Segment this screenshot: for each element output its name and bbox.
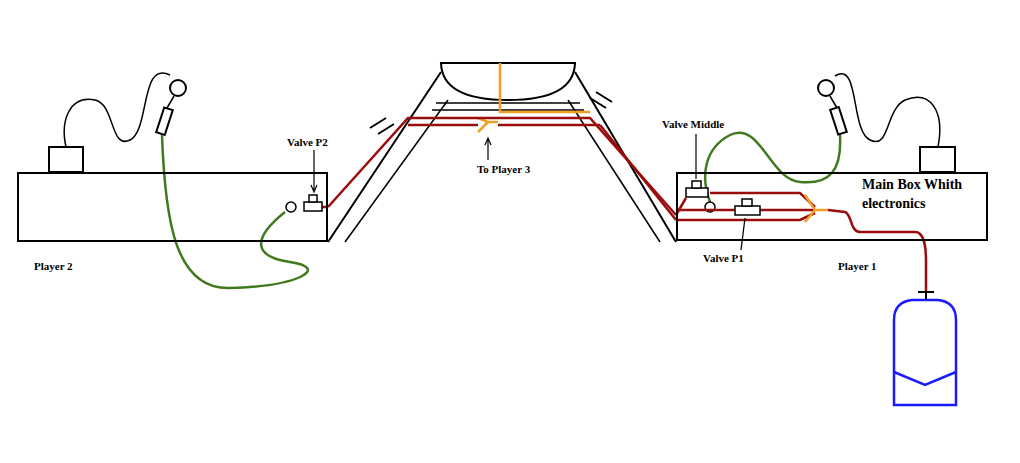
hose-port [286, 202, 296, 212]
player-box: Player 1Main Box Whith electronics [676, 172, 988, 241]
valve [304, 202, 322, 211]
gas-tube [408, 124, 600, 127]
platform [432, 103, 584, 110]
bowl [441, 63, 575, 100]
valve [735, 206, 760, 215]
box-title: Main Box Whith electronics [862, 175, 984, 213]
valve-label: Valve P1 [703, 252, 744, 264]
player-name: Player 1 [838, 260, 877, 272]
handle [830, 107, 847, 135]
bottle-line [894, 372, 956, 385]
leader-arrow [485, 138, 491, 160]
stand-leg [328, 72, 676, 242]
gas-tube [760, 209, 815, 212]
gas-bottle [894, 300, 956, 405]
valve-label: Valve Middle [662, 118, 724, 130]
hose [162, 135, 308, 288]
gas-tube [328, 118, 676, 215]
connector-block [49, 147, 83, 172]
callout-label: To Player 3 [477, 163, 530, 175]
bottle-valve [918, 292, 934, 300]
handle [156, 107, 173, 135]
player-name: Player 2 [34, 260, 73, 272]
gas-tube [828, 210, 926, 292]
valve-knob [309, 195, 317, 202]
leader-line [741, 218, 745, 250]
handle-ring [170, 80, 186, 96]
valve-knob [692, 181, 701, 188]
splitter [805, 195, 828, 222]
gas-tube [676, 209, 735, 212]
leader-arrow [311, 150, 317, 192]
stand-leg [345, 100, 660, 242]
player-box: Player 2 [17, 172, 328, 242]
bowl-feed [500, 63, 590, 112]
valve-label: Valve P2 [287, 136, 328, 148]
cable [835, 74, 940, 147]
cable [64, 73, 170, 147]
valve [686, 188, 708, 197]
handle-neck [167, 96, 837, 108]
splitter [478, 118, 498, 132]
connector-block [920, 147, 955, 172]
handle-ring [818, 80, 834, 96]
valve-knob [742, 199, 752, 206]
hose [705, 133, 840, 202]
